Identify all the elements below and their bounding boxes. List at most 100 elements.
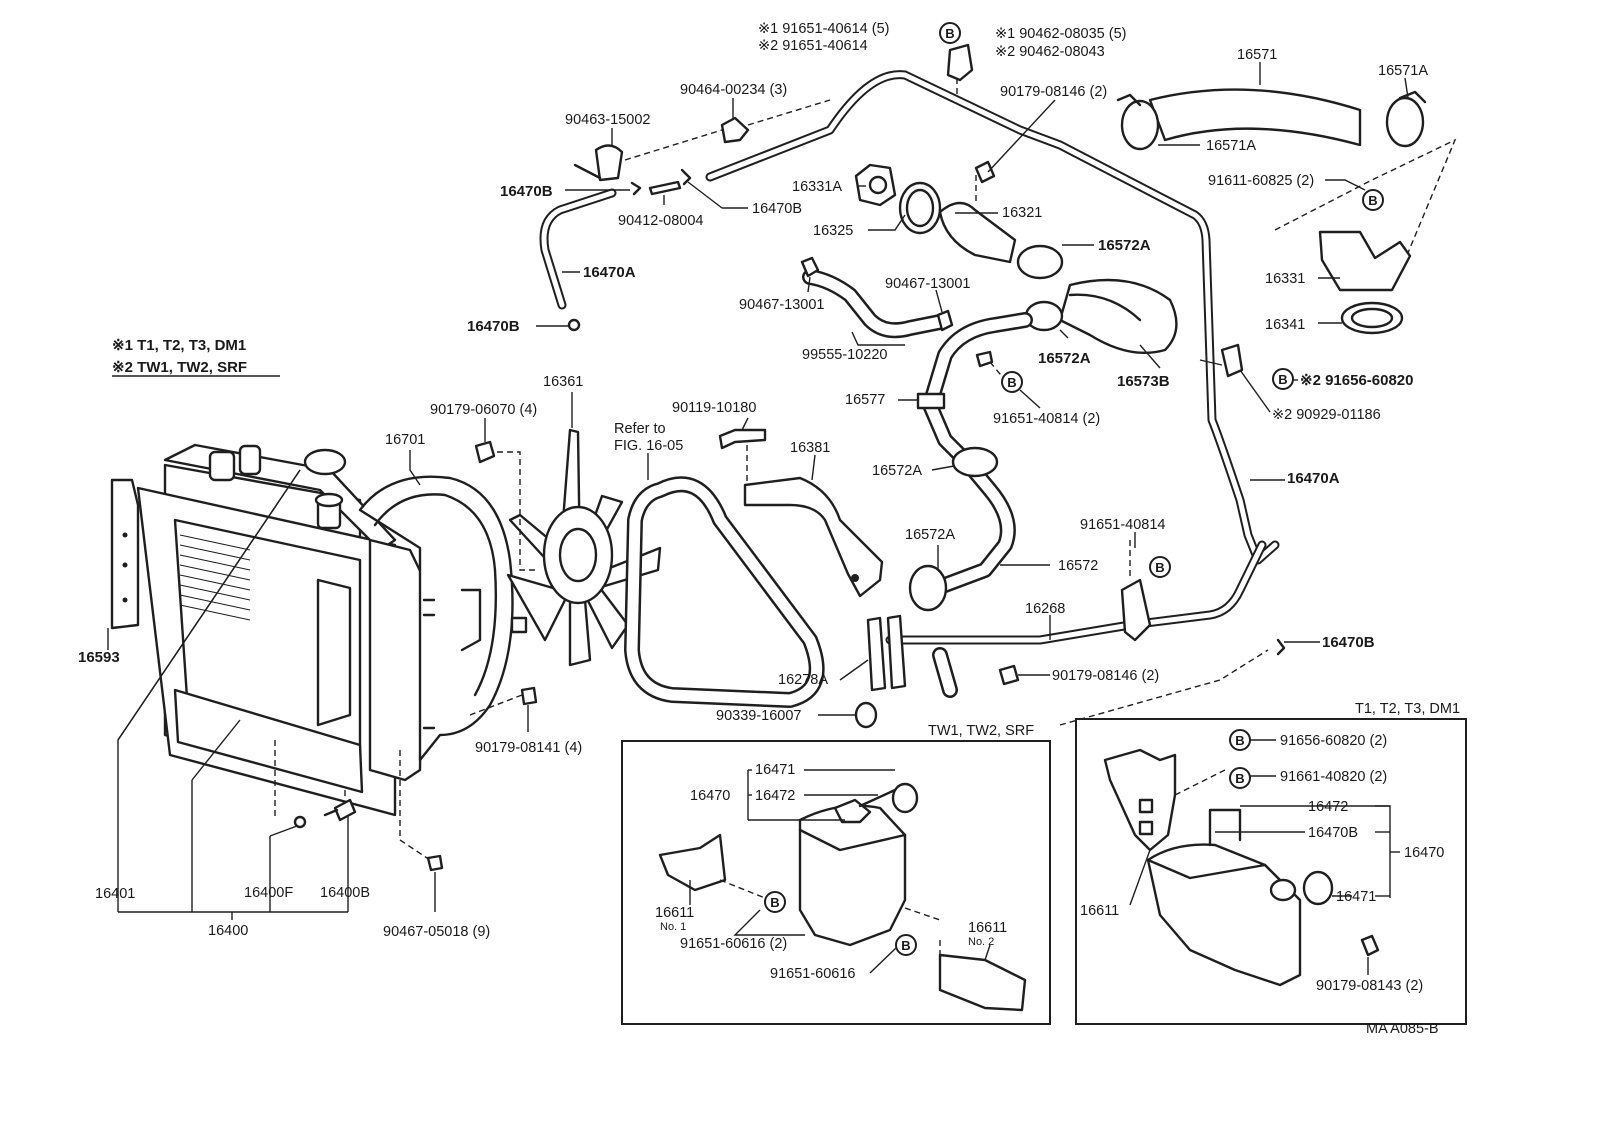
tank-cap-16471 — [891, 782, 919, 814]
svg-text:B: B — [770, 895, 779, 910]
bracket-dash — [719, 879, 771, 901]
clamp-16577 — [916, 392, 946, 410]
drain-gasket — [293, 815, 307, 829]
bracket-16381 — [743, 476, 884, 598]
tank-edge — [1146, 858, 1267, 880]
label-90464: 90464-00234 (3) — [680, 82, 787, 98]
label-16572A-2: 16572A — [1038, 350, 1091, 367]
hose-16571 — [1148, 88, 1362, 147]
label-16701: 16701 — [385, 432, 425, 448]
tank-pipe-16472 — [858, 788, 897, 808]
fan-blade — [568, 598, 592, 667]
bolt-symbol: B — [1272, 368, 1294, 390]
label-16571A-mid: 16571A — [1206, 138, 1256, 154]
label-16331A: 16331A — [792, 179, 842, 195]
pipe-16268-inner — [887, 542, 1265, 643]
clamp-16572A — [951, 446, 999, 478]
label-90179-06070: 90179-06070 (4) — [430, 402, 537, 418]
reserve-tank — [798, 804, 907, 947]
clip-16470B — [630, 181, 642, 196]
label-90119: 90119-10180 — [672, 400, 756, 416]
label-16400: 16400 — [208, 923, 248, 939]
clamp-90464 — [720, 116, 750, 144]
gasket-16341 — [1340, 301, 1404, 335]
radiator-inlet — [208, 450, 236, 482]
reserve-tank-box-t: T1, T2, T3, DM1 — [1075, 701, 1467, 1025]
clip-16470B — [1276, 638, 1286, 656]
label-16572A-4: 16572A — [905, 527, 955, 543]
bracket-90462 — [946, 43, 974, 82]
plug-90339 — [854, 701, 878, 729]
bolt-symbol: B — [895, 934, 917, 956]
nut-90179-08146 — [974, 160, 996, 184]
label-90467-13001-a: 90467-13001 — [885, 276, 970, 292]
label-90929: ※2 90929-01186 — [1272, 407, 1381, 423]
label-90179-08146-top: 90179-08146 (2) — [1000, 84, 1107, 100]
clamp-screw — [1116, 93, 1142, 107]
fan-shroud — [358, 475, 528, 762]
gasket-16278A — [886, 614, 907, 690]
box-frame — [1075, 718, 1467, 1025]
bracket-hole — [851, 574, 859, 582]
hose-short-inner — [934, 649, 956, 696]
left-box-labels: 16471 16470 16472 16611 No. 1 91651-6061… — [655, 762, 1007, 982]
label-90179-08143: 90179-08143 (2) — [1316, 978, 1423, 994]
drain-cock-stem — [323, 808, 339, 817]
label-16470B: 16470B — [1308, 825, 1358, 841]
clip-dash — [989, 361, 1006, 381]
label-16470A-1: 16470A — [583, 264, 636, 281]
alternator-bracket — [718, 428, 884, 598]
label-16611-2: 16611 — [968, 920, 1007, 936]
nut-dash — [497, 451, 535, 571]
label-no2: No. 2 — [968, 936, 994, 948]
label-16381: 16381 — [790, 440, 830, 456]
radiator-bracket — [316, 578, 352, 727]
label-16571A-top: 16571A — [1378, 63, 1428, 79]
clip-16470B — [567, 318, 581, 332]
svg-text:B: B — [1007, 375, 1016, 390]
radiator-bottom-tank — [173, 688, 364, 794]
label-16572A-1: 16572A — [1098, 237, 1151, 254]
box-frame — [621, 740, 1051, 1025]
hose-16572-inner — [924, 314, 1031, 591]
label-16341: 16341 — [1265, 317, 1305, 333]
bolt-dash — [399, 839, 431, 861]
bolt-90119 — [718, 428, 767, 450]
clip-16470B — [680, 168, 692, 186]
hose-16573B-detail — [1068, 293, 1142, 322]
radiator-cap — [303, 448, 347, 476]
pipe-dash — [1059, 649, 1269, 726]
water-pipe-16268 — [854, 343, 1286, 729]
svg-text:B: B — [1235, 771, 1244, 786]
hose-16573B — [1058, 278, 1178, 355]
label-91651-40814-2: 91651-40814 (2) — [993, 411, 1100, 427]
fan-hub-center — [558, 527, 598, 583]
label-16400B: 16400B — [320, 885, 370, 901]
label-16401: 16401 — [95, 886, 135, 902]
label-16400F: 16400F — [244, 885, 293, 901]
bracket-dash — [1174, 769, 1226, 796]
label-16470B-2: 16470B — [752, 201, 802, 217]
nut-90179-08143 — [1360, 934, 1380, 957]
bolt-90412 — [648, 180, 682, 196]
label-91656-top: ※2 91656-60820 — [1300, 372, 1414, 389]
tank-cap-16471 — [1302, 870, 1334, 906]
svg-text:B: B — [1278, 372, 1287, 387]
thermostat-center — [868, 175, 888, 195]
bolt-symbol: B — [1362, 189, 1384, 211]
clip-90467-13001 — [936, 309, 954, 332]
hose-16470A-inner — [541, 190, 615, 308]
nut-90179-08146 — [998, 664, 1020, 686]
label-16470B-3: 16470B — [467, 318, 520, 335]
tank-neck — [1269, 878, 1297, 902]
label-16268: 16268 — [1025, 601, 1065, 617]
bracket-16611-no1 — [658, 833, 727, 892]
radiator-inlet — [238, 444, 262, 476]
label-91611: 91611-60825 (2) — [1208, 173, 1314, 189]
label-16471: 16471 — [1336, 889, 1376, 905]
radiator-assembly — [110, 443, 444, 872]
cooling-fan — [506, 428, 662, 667]
label-refer-1: Refer to — [614, 421, 666, 437]
leader-lines — [107, 62, 1409, 975]
bolt-symbol: B — [939, 22, 961, 44]
